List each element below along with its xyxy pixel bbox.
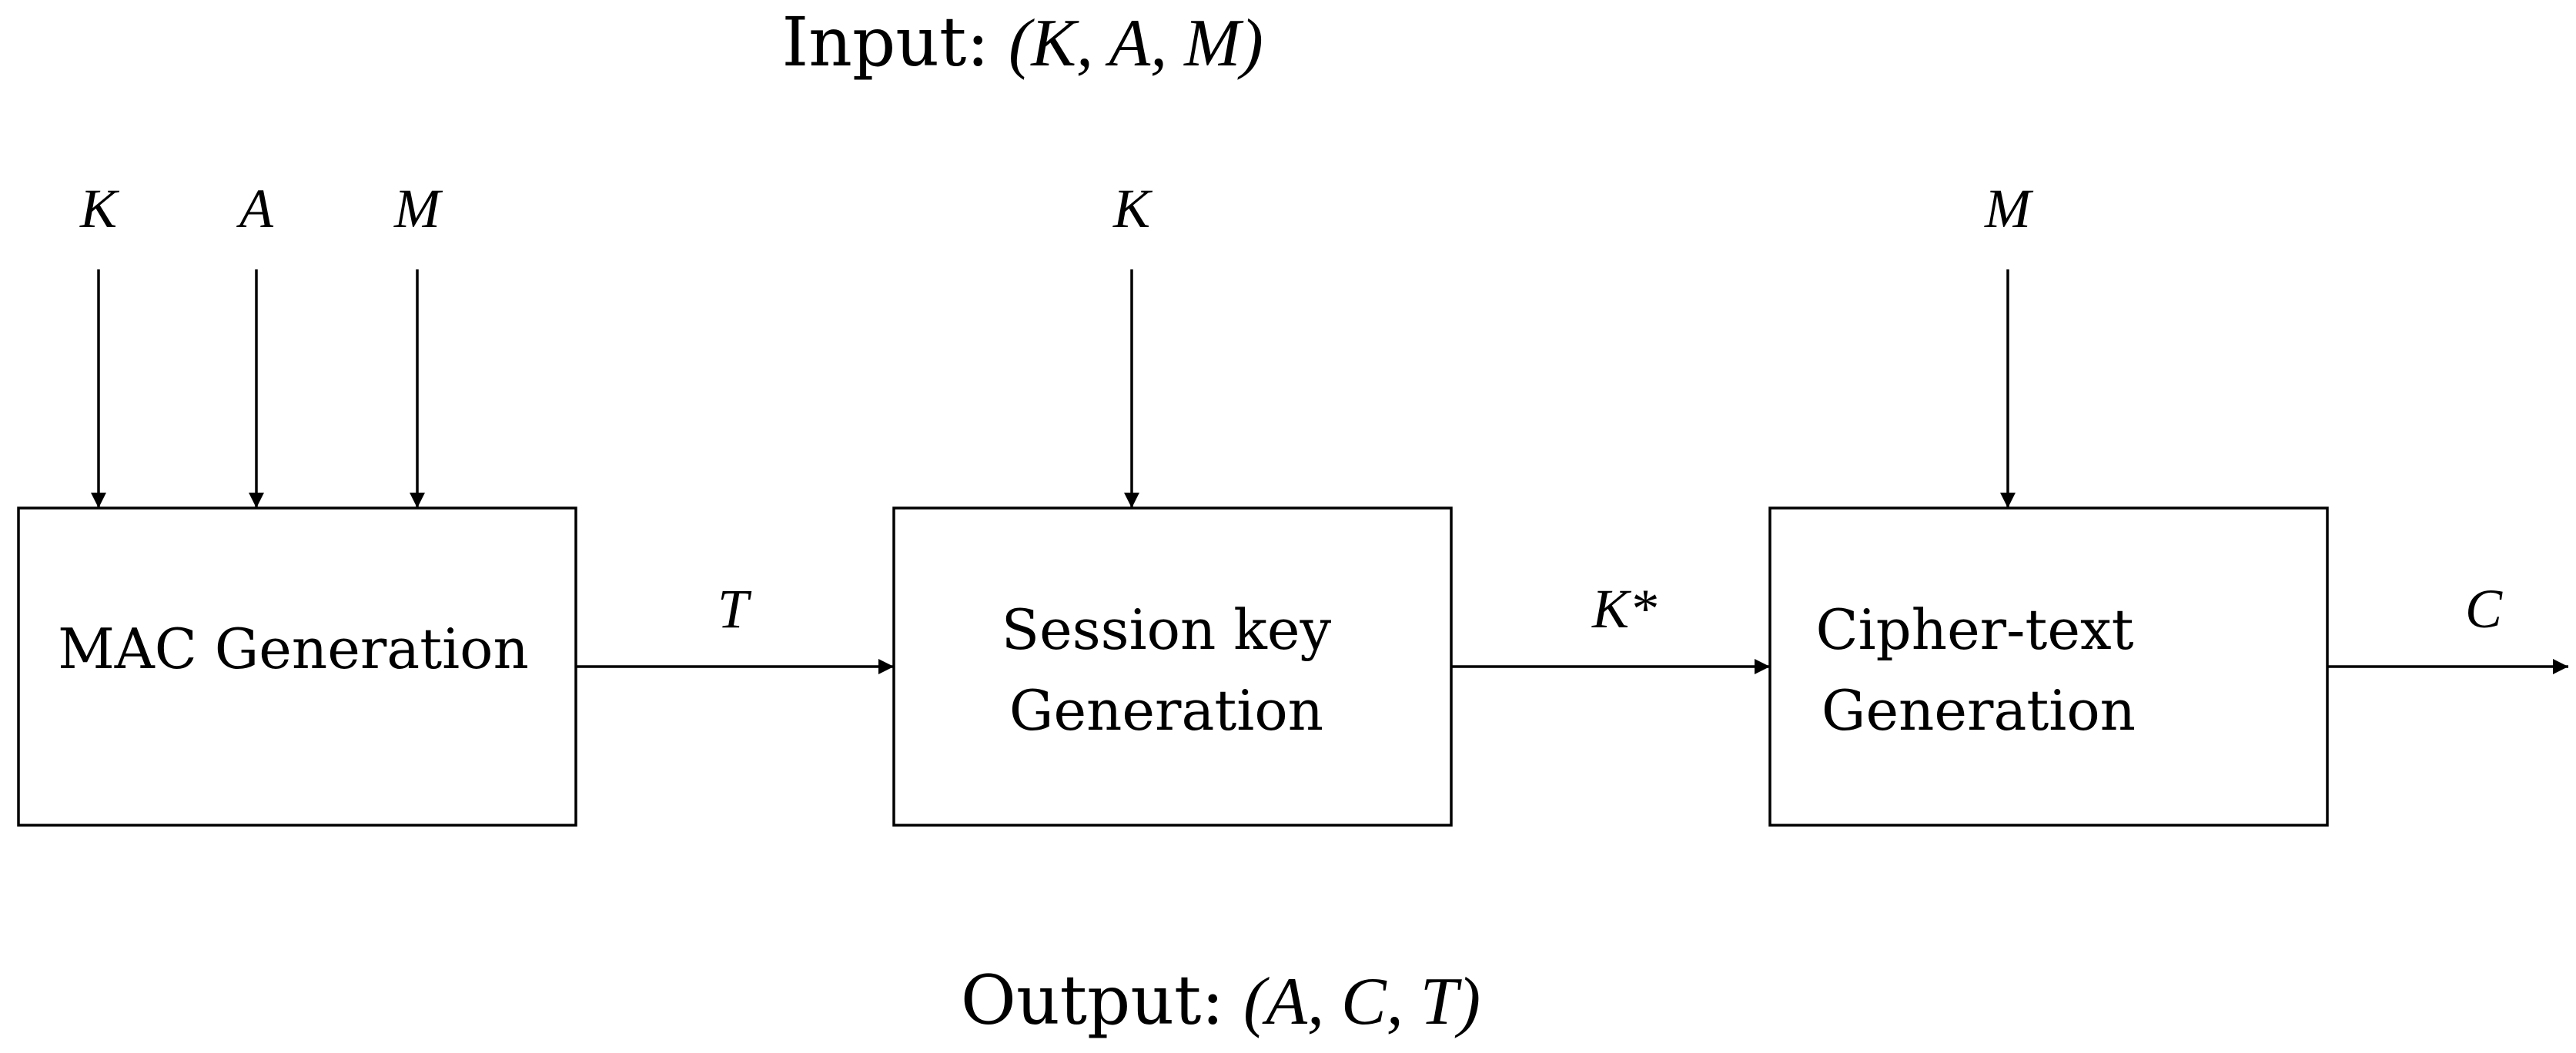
input-title: Input: (K, A, M)	[782, 2, 1263, 82]
input-tuple: (K, A, M)	[1009, 6, 1263, 81]
cipher-text-block: Cipher-text Generation	[1768, 506, 2329, 827]
cipher-text-label-line1: Cipher-text	[1815, 597, 2133, 662]
input-label: Input:	[782, 2, 989, 82]
edge-label-k-star: K*	[1591, 578, 1657, 640]
input-k-mac: K	[79, 178, 120, 239]
input-m-mac: M	[393, 178, 443, 239]
input-k-session: K	[1112, 178, 1153, 239]
mac-generation-label: MAC Generation	[58, 617, 529, 681]
edge-label-c: C	[2465, 578, 2503, 640]
session-key-block: Session key Generation	[892, 506, 1453, 827]
cipher-text-label-line2: Generation	[1822, 678, 2136, 743]
mac-generation-box	[17, 506, 577, 827]
mac-generation-block: MAC Generation	[17, 506, 577, 827]
input-m-cipher: M	[1984, 178, 2034, 239]
cipher-text-box	[1768, 506, 2329, 827]
session-key-box	[892, 506, 1453, 827]
input-a-mac: A	[236, 178, 274, 239]
output-tuple: (A, C, T)	[1243, 964, 1480, 1039]
session-key-label-line1: Session key	[1002, 597, 1332, 662]
output-title: Output: (A, C, T)	[961, 961, 1480, 1040]
session-key-label-line2: Generation	[1009, 678, 1323, 743]
output-label: Output:	[961, 961, 1224, 1040]
edge-label-t: T	[718, 578, 752, 640]
